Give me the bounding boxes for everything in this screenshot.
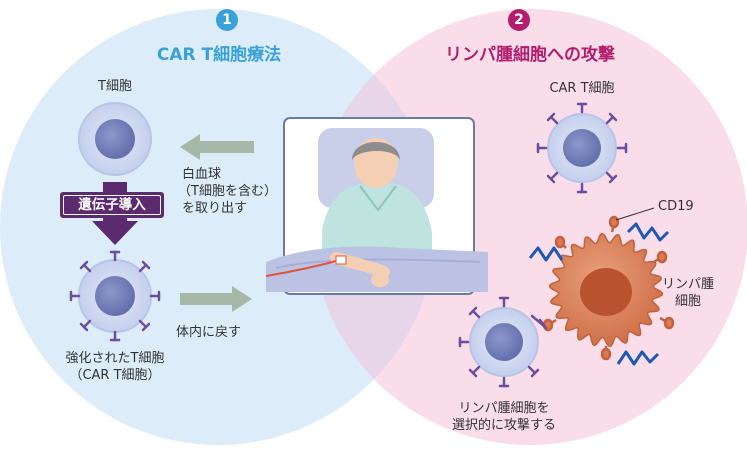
step2-title: リンパ腫細胞への攻撃 [445,45,615,65]
extract-line1: 白血球 [182,167,222,182]
attack-line1: リンパ腫細胞を [458,401,550,416]
return-label: 体内に戻す [176,325,242,340]
t-cell [78,102,152,176]
gene-transfer-box: 遺伝子導入 [60,192,164,218]
enhanced-t-cell-label: 強化されたT細胞 （CAR T細胞） [35,350,195,384]
selective-attack-label: リンパ腫細胞を 選択的に攻撃する [424,400,584,434]
enhanced-label-line1: 強化されたT細胞 [65,351,165,366]
gene-transfer-label: 遺伝子導入 [78,197,146,213]
t-cell-label: T細胞 [98,79,132,94]
cd19-pointer [615,207,655,221]
gene-transfer-box-border [63,195,161,215]
extract-line3: を取り出す [182,201,248,216]
car-t-cell [536,102,628,194]
step1-number-badge: 1 [216,9,238,31]
enhanced-t-cell [69,250,161,342]
step1-title: CAR T細胞療法 [156,45,282,65]
attack-line2: 選択的に攻撃する [451,418,556,433]
lymphoma-line2: 細胞 [674,294,701,309]
lymphoma-line1: リンパ腫 [661,277,714,292]
patient-in-bed [265,117,488,295]
extract-arrow [180,134,254,160]
attacking-car-t-cell [458,296,548,388]
lymphoma-cell [542,215,675,361]
car-t-cell-label: CAR T細胞 [549,81,615,96]
lymphoma-cell-label: リンパ腫 細胞 [656,276,720,310]
extract-label: 白血球 （T細胞を含む） を取り出す [178,166,277,217]
extract-line2: （T細胞を含む） [178,184,277,199]
antibody-squiggles [528,222,670,366]
return-arrow [180,286,252,312]
step2-number-badge: 2 [508,9,530,31]
enhanced-label-line2: （CAR T細胞） [69,368,161,383]
cd19-label: CD19 [658,199,694,214]
